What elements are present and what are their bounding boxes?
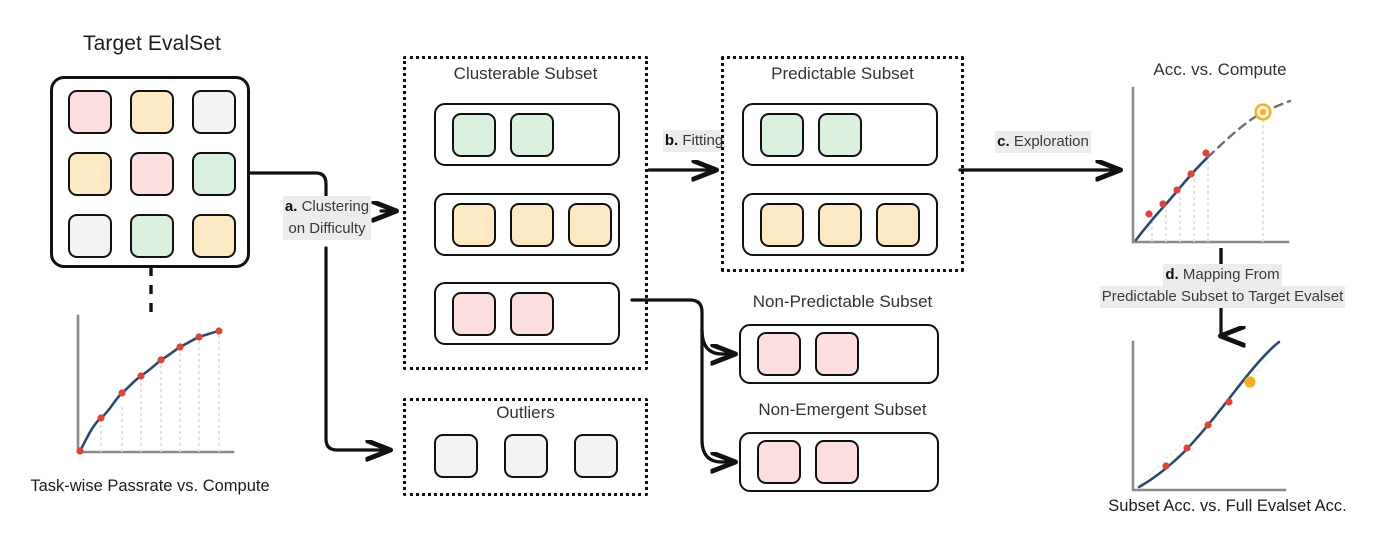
step-d-label: d. Mapping From Predictable Subset to Ta… bbox=[1075, 264, 1370, 308]
clusterable-subset-title: Clusterable Subset bbox=[453, 64, 598, 83]
step-c-text-line1: Exploration bbox=[1013, 133, 1089, 150]
non-predictable-row[interactable] bbox=[739, 324, 939, 384]
subset-acc-caption: Subset Acc. vs. Full Evalset Acc. bbox=[1108, 497, 1347, 515]
cluster-tile[interactable] bbox=[452, 202, 496, 247]
predictable-tile[interactable] bbox=[818, 202, 862, 247]
outlier-tile[interactable] bbox=[434, 434, 478, 478]
cluster-tile[interactable] bbox=[510, 202, 554, 247]
outlier-tile[interactable] bbox=[504, 434, 548, 478]
target-evalset-title: Target EvalSet bbox=[83, 32, 221, 55]
predictable-tile[interactable] bbox=[876, 202, 920, 247]
evalset-tile[interactable] bbox=[130, 90, 174, 134]
predictable-tile[interactable] bbox=[818, 112, 862, 157]
outliers-tiles bbox=[434, 434, 618, 478]
step-d-text-line2: Predictable Subset to Target Evalset bbox=[1099, 285, 1346, 308]
non-emergent-tile[interactable] bbox=[757, 440, 801, 484]
non-predictable-subset-title: Non-Predictable Subset bbox=[752, 292, 933, 311]
subset-acc-chart-graphic bbox=[1131, 340, 1287, 492]
evalset-tile[interactable] bbox=[68, 152, 112, 196]
predictable-tile[interactable] bbox=[760, 112, 804, 157]
step-b-marker: b. bbox=[664, 132, 679, 149]
non-emergent-row[interactable] bbox=[739, 432, 939, 492]
predictable-subset-container bbox=[721, 56, 964, 272]
evalset-tile[interactable] bbox=[68, 214, 112, 258]
predictable-subset-title: Predictable Subset bbox=[771, 64, 914, 83]
task-wise-passrate-caption: Task-wise Passrate vs. Compute bbox=[30, 477, 270, 495]
step-a-text-line1: Clustering bbox=[301, 198, 370, 215]
outlier-tile[interactable] bbox=[574, 434, 618, 478]
clusterable-row-pink[interactable] bbox=[434, 282, 620, 345]
step-b-label: b. Fitting bbox=[648, 130, 740, 152]
predictable-tile[interactable] bbox=[760, 202, 804, 247]
step-a-marker: a. bbox=[284, 198, 298, 215]
cluster-tile[interactable] bbox=[568, 202, 612, 247]
step-d-text-line1: Mapping From bbox=[1182, 266, 1280, 283]
outliers-title: Outliers bbox=[496, 403, 555, 422]
step-a-label: a. Clustering on Difficulty bbox=[262, 196, 392, 240]
target-evalset-grid bbox=[68, 90, 236, 258]
acc-vs-compute-title: Acc. vs. Compute bbox=[1153, 60, 1287, 79]
cluster-tile[interactable] bbox=[452, 112, 496, 157]
cluster-tile[interactable] bbox=[510, 112, 554, 157]
step-a-text-line2: on Difficulty bbox=[288, 219, 366, 237]
step-c-marker: c. bbox=[997, 133, 1010, 150]
cluster-tile[interactable] bbox=[510, 291, 554, 336]
acc-vs-compute-chart-graphic bbox=[1131, 86, 1292, 244]
evalset-tile[interactable] bbox=[130, 152, 174, 196]
evalset-tile[interactable] bbox=[130, 214, 174, 258]
clusterable-subset-container bbox=[403, 56, 648, 370]
cluster-tile[interactable] bbox=[452, 291, 496, 336]
evalset-tile[interactable] bbox=[68, 90, 112, 134]
predictable-row-yellow[interactable] bbox=[742, 193, 938, 256]
predictable-row-green[interactable] bbox=[742, 103, 938, 166]
non-predictable-tile[interactable] bbox=[757, 332, 801, 376]
clusterable-row-green[interactable] bbox=[434, 103, 620, 166]
step-c-label: c. Exploration bbox=[968, 131, 1118, 153]
evalset-tile[interactable] bbox=[192, 90, 236, 134]
task-wise-passrate-chart-graphic bbox=[76, 314, 235, 455]
evalset-tile[interactable] bbox=[192, 214, 236, 258]
non-emergent-subset-title: Non-Emergent Subset bbox=[758, 400, 927, 419]
clusterable-row-yellow[interactable] bbox=[434, 193, 620, 256]
outliers-container bbox=[403, 398, 648, 496]
step-d-marker: d. bbox=[1165, 266, 1179, 283]
non-predictable-tile[interactable] bbox=[815, 332, 859, 376]
evalset-tile[interactable] bbox=[192, 152, 236, 196]
step-b-text-line1: Fitting bbox=[682, 132, 724, 149]
non-emergent-tile[interactable] bbox=[815, 440, 859, 484]
